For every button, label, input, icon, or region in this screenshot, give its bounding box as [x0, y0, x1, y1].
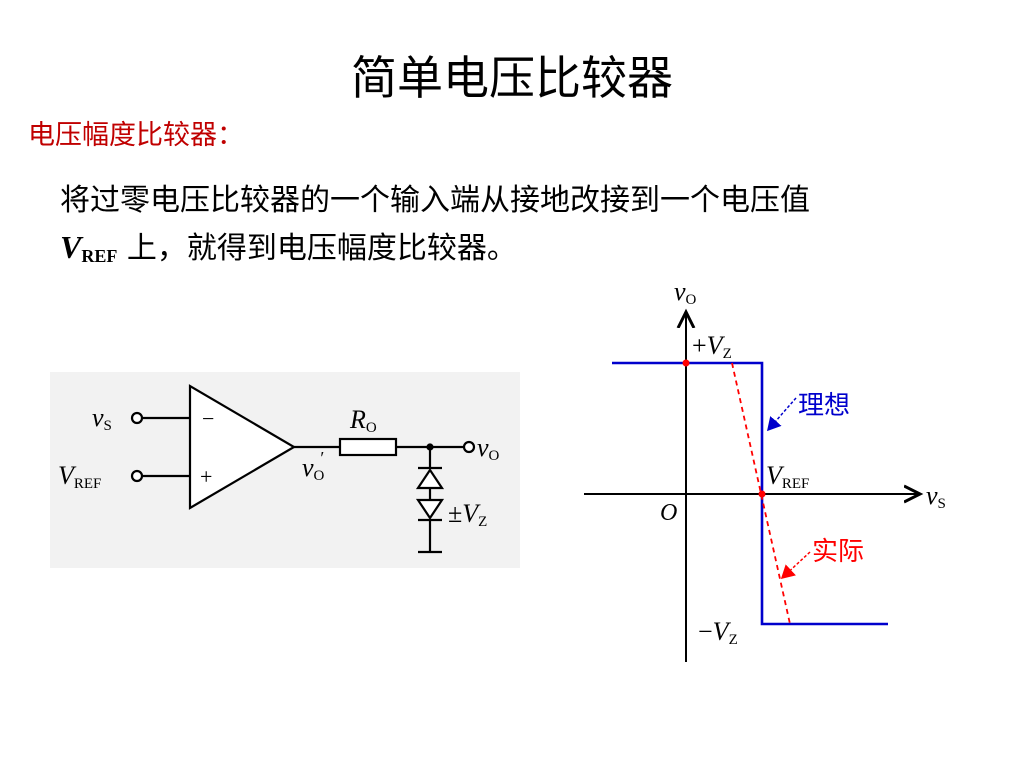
paragraph-line-2-text: 上，就得到电压幅度比较器。 — [117, 231, 517, 266]
vo-axis-label: vO — [674, 277, 697, 308]
vref-threshold-label: VREF — [766, 461, 809, 492]
comparator-circuit-diagram: vS VREF − + RO vO′ vO ±VZ — [50, 372, 520, 568]
transfer-characteristic-graph: vO vS O +VZ −VZ VREF 理想 实际 — [560, 272, 960, 671]
origin-label: O — [660, 500, 677, 526]
inverting-input-sign: − — [202, 406, 214, 431]
zener2-triangle — [415, 498, 445, 520]
description-paragraph: 将过零电压比较器的一个输入端从接地改接到一个电压值 VREF 上，就得到电压幅度… — [60, 178, 960, 279]
zener1-triangle — [415, 468, 445, 490]
slide-title: 简单电压比较器 — [351, 51, 673, 105]
noninverting-input-sign: + — [200, 464, 212, 489]
resistor-ro — [338, 437, 398, 457]
pos-vz-label: +VZ — [692, 331, 732, 362]
paragraph-line-1: 将过零电压比较器的一个输入端从接地改接到一个电压值 — [60, 183, 810, 218]
pos-level-marker — [682, 359, 690, 367]
resistor-label: RO — [349, 405, 377, 436]
ideal-label: 理想 — [798, 391, 850, 421]
paragraph-line-2: VREF 上，就得到电压幅度比较器。 — [60, 224, 960, 279]
subtitle: 电压幅度比较器： — [28, 120, 244, 151]
actual-label: 实际 — [812, 537, 864, 567]
opamp-output-label: vO′ — [302, 448, 325, 484]
vref-input-label: VREF — [58, 461, 101, 492]
vo-terminal — [462, 440, 476, 454]
vs-input-label: vS — [92, 403, 112, 434]
opamp-triangle — [188, 384, 297, 510]
vs-terminal — [130, 411, 144, 425]
output-label: vO — [477, 433, 500, 464]
vs-axis-label: vS — [926, 481, 946, 512]
ideal-callout-arrow — [767, 397, 797, 432]
actual-callout-arrow — [780, 551, 811, 580]
vref-symbol: VREF — [60, 229, 118, 266]
threshold-marker — [758, 490, 766, 498]
vref-terminal — [130, 469, 144, 483]
zener-voltage-label: ±VZ — [448, 499, 487, 530]
neg-vz-label: −VZ — [698, 617, 738, 648]
